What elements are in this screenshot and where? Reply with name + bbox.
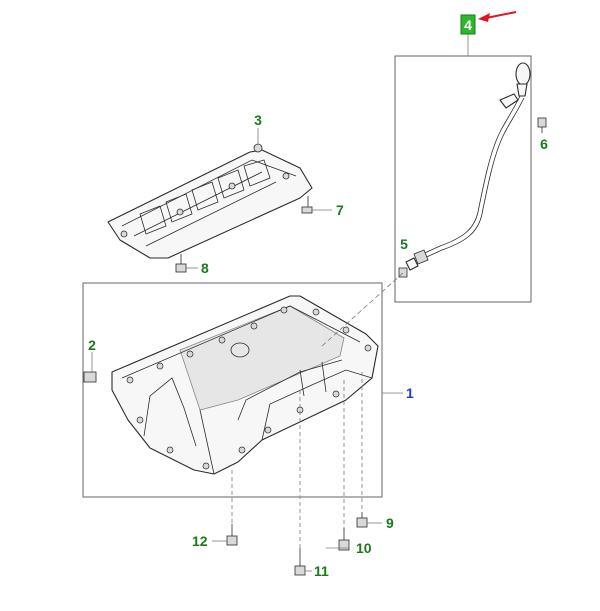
callout-4-highlight — [460, 14, 476, 35]
oil-pan-group-frame — [82, 282, 383, 498]
callout-4-label: 4 — [464, 17, 472, 33]
oil-pan-baffle[interactable] — [107, 143, 313, 259]
dipstick-group-frame — [394, 55, 532, 303]
callout-6-label[interactable]: 6 — [540, 136, 548, 152]
bolt-11[interactable] — [294, 390, 306, 576]
oil-pan[interactable] — [111, 295, 379, 475]
callout-12-label[interactable]: 12 — [192, 533, 208, 549]
callout-1-label[interactable]: 1 — [406, 385, 414, 401]
leader-pan-to-dipstick — [321, 271, 405, 347]
bolt-5[interactable] — [398, 267, 408, 278]
callout-10-label[interactable]: 10 — [356, 540, 372, 556]
bolt-12[interactable] — [226, 470, 238, 546]
bolt-8[interactable] — [175, 254, 187, 273]
callout-4[interactable]: 4 — [460, 14, 476, 35]
callout-7-label[interactable]: 7 — [336, 202, 344, 218]
oil-dipstick-tube[interactable] — [405, 62, 531, 271]
callout-5-label[interactable]: 5 — [400, 236, 408, 252]
pointer-arrow-icon — [478, 11, 517, 22]
callout-9-label[interactable]: 9 — [386, 515, 394, 531]
callout-3-label[interactable]: 3 — [254, 112, 262, 128]
bolt-10[interactable] — [338, 380, 350, 551]
bolt-6[interactable] — [537, 117, 547, 133]
drain-plug-2[interactable] — [83, 352, 97, 383]
bolt-9[interactable] — [356, 372, 368, 528]
bolt-7[interactable] — [301, 196, 313, 214]
callout-8-label[interactable]: 8 — [201, 260, 209, 276]
callout-11-label[interactable]: 11 — [314, 563, 329, 579]
callout-2-label[interactable]: 2 — [88, 337, 96, 353]
